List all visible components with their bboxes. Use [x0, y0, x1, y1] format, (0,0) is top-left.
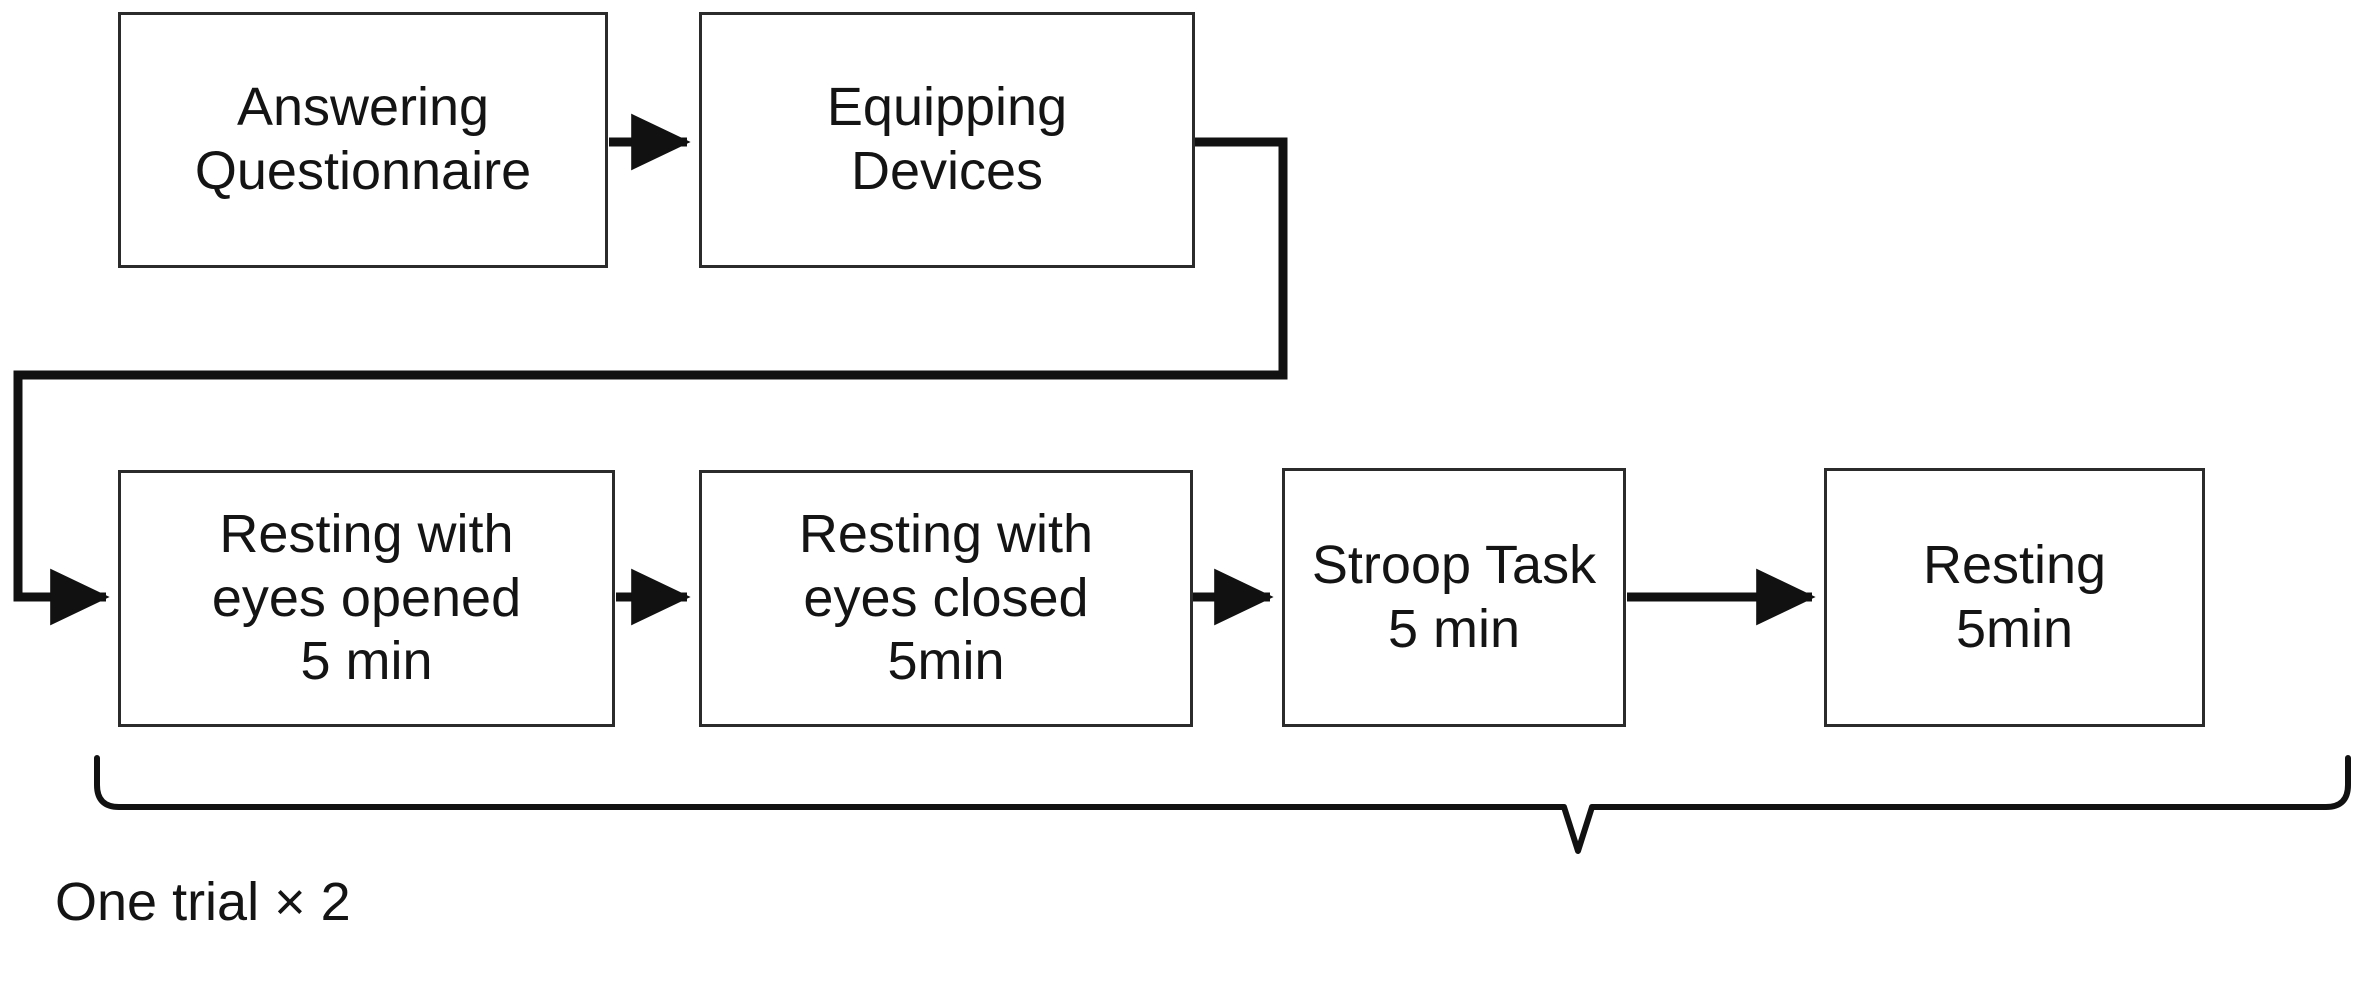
- flow-box-answering-questionnaire[interactable]: Answering Questionnaire: [118, 12, 608, 268]
- flow-box-resting-eyes-opened[interactable]: Resting with eyes opened 5 min: [118, 470, 615, 727]
- flow-box-resting-eyes-closed[interactable]: Resting with eyes closed 5min: [699, 470, 1193, 727]
- one-trial-brace: [94, 755, 2351, 854]
- flow-box-equipping-devices[interactable]: Equipping Devices: [699, 12, 1195, 268]
- one-trial-caption: One trial × 2: [55, 872, 351, 932]
- flow-box-resting-final[interactable]: Resting 5min: [1824, 468, 2205, 727]
- flow-box-stroop-task[interactable]: Stroop Task 5 min: [1282, 468, 1626, 727]
